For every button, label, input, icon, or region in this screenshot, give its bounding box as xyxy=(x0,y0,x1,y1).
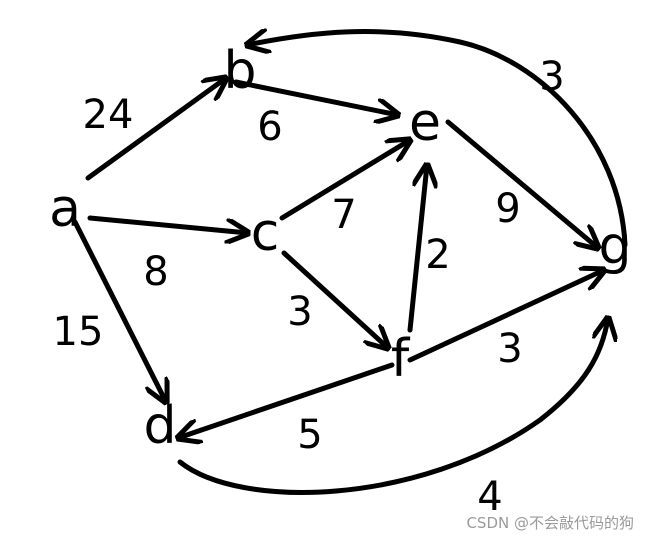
edge-weight-g-b: 3 xyxy=(539,54,564,100)
edge-e-g xyxy=(445,119,598,248)
node-b: b xyxy=(223,41,256,101)
node-e: e xyxy=(409,93,441,153)
edge-weight-e-g: 9 xyxy=(495,186,520,232)
edge-weight-c-e: 7 xyxy=(331,192,356,238)
edge-f-g xyxy=(407,270,604,363)
node-f: f xyxy=(391,329,411,389)
edge-b-e xyxy=(233,79,398,115)
edge-c-e xyxy=(279,140,410,221)
node-c: c xyxy=(251,203,280,263)
edge-weight-b-e: 6 xyxy=(257,104,282,150)
edge-a-d xyxy=(72,219,166,402)
edge-c-f xyxy=(281,250,388,348)
edge-d-g xyxy=(177,318,608,495)
node-a: a xyxy=(49,179,81,239)
edge-a-c xyxy=(87,215,248,233)
node-g: g xyxy=(598,216,631,276)
edge-weight-a-b: 24 xyxy=(83,92,134,138)
edge-weight-d-g: 4 xyxy=(477,474,502,520)
edge-weight-f-g: 3 xyxy=(497,326,522,372)
edge-weight-a-d: 15 xyxy=(53,309,104,355)
edge-g-b xyxy=(247,32,628,248)
edge-weight-f-d: 5 xyxy=(297,412,322,458)
node-d: d xyxy=(143,396,176,456)
edge-weight-c-f: 3 xyxy=(287,289,312,335)
watermark: CSDN @不会敲代码的狗 xyxy=(466,514,634,532)
edge-weight-a-c: 8 xyxy=(143,249,168,295)
edge-f-d xyxy=(178,362,395,438)
edge-f-e xyxy=(407,165,427,333)
edge-a-b xyxy=(85,78,226,181)
edge-weight-f-e: 2 xyxy=(425,232,450,278)
